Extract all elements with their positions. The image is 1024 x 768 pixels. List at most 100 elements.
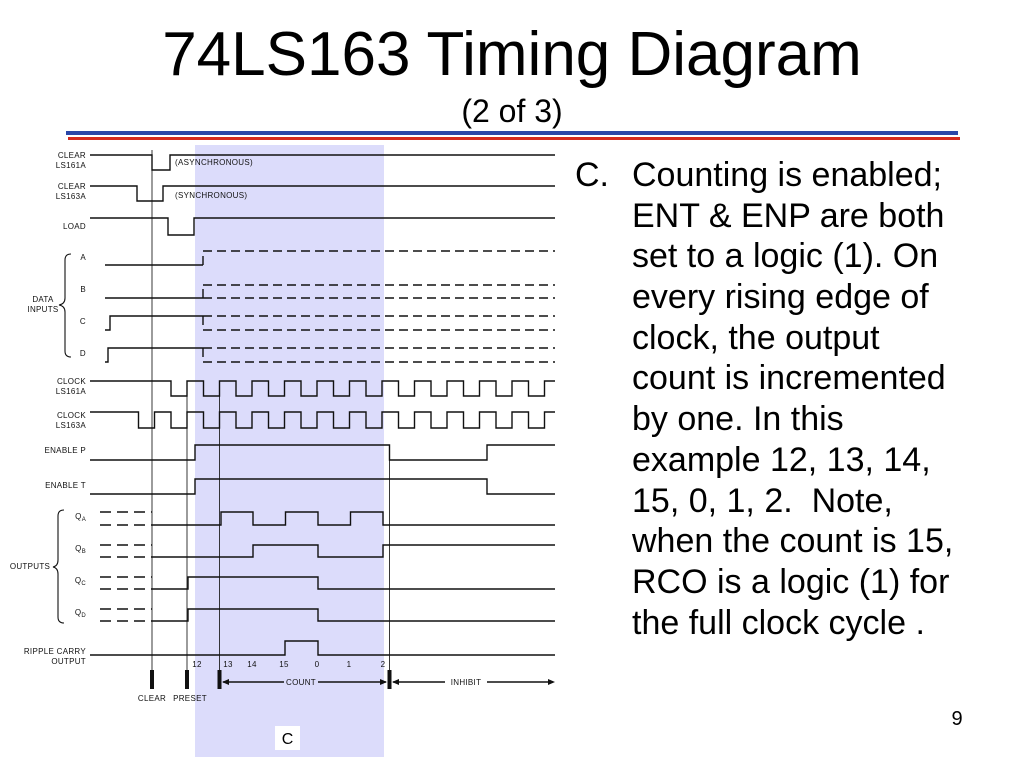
waveform-input-c-dont-care bbox=[202, 315, 555, 331]
output-subscript: A bbox=[82, 517, 86, 523]
waveform-input-a-dont-care bbox=[202, 250, 555, 265]
signal-label-input-b: B bbox=[80, 285, 86, 294]
output-subscript: C bbox=[81, 581, 86, 587]
waveform-load bbox=[90, 217, 555, 236]
waveform-input-b-dont-care bbox=[202, 284, 555, 299]
bullet-line: example 12, 13, 14, bbox=[632, 440, 931, 479]
group-label-data: DATA bbox=[32, 295, 54, 304]
count-value: 2 bbox=[381, 660, 386, 669]
signal-label-input-a: A bbox=[80, 253, 86, 262]
output-subscript: B bbox=[82, 549, 86, 555]
signal-label-load: LOAD bbox=[63, 222, 86, 231]
waveform-input-c bbox=[105, 315, 203, 331]
timing-diagram: CLEAR LS161A (ASYNCHRONOUS) CLEAR LS163A… bbox=[10, 145, 555, 757]
signal-part-clock-ls163a: LS163A bbox=[56, 421, 87, 430]
waveform-qa bbox=[152, 511, 555, 526]
data-inputs-brace bbox=[58, 253, 72, 358]
output-label-qc: QC bbox=[75, 576, 87, 587]
bullet-line: clock, the output bbox=[632, 318, 880, 357]
signal-label-clear-ls163a: CLEAR bbox=[58, 182, 86, 191]
arrowhead-left-icon bbox=[222, 679, 229, 685]
count-value: 15 bbox=[279, 660, 289, 669]
inhibit-phase-label: INHIBIT bbox=[451, 678, 482, 687]
output-name: Q bbox=[75, 544, 82, 553]
signal-label-clock-ls163a: CLOCK bbox=[57, 411, 86, 420]
waveform-clock-ls161a bbox=[90, 380, 555, 397]
group-label-inputs: INPUTS bbox=[27, 305, 58, 314]
arrowhead-left-icon bbox=[392, 679, 399, 685]
output-label-qa: QA bbox=[75, 512, 86, 523]
waveform-input-d bbox=[105, 347, 203, 363]
title-rule-red bbox=[68, 137, 960, 140]
signal-label-clear-ls161a: CLEAR bbox=[58, 151, 86, 160]
highlight-label-box bbox=[275, 726, 300, 750]
waveform-enable-t bbox=[90, 478, 555, 495]
count-value: 14 bbox=[247, 660, 257, 669]
output-name: Q bbox=[75, 576, 82, 585]
signal-label-input-c: C bbox=[80, 317, 86, 326]
inhibit-start-marker bbox=[387, 670, 392, 689]
output-name: Q bbox=[75, 608, 82, 617]
signal-label-enable-p: ENABLE P bbox=[44, 446, 86, 455]
outputs-brace bbox=[52, 509, 65, 624]
bullet-line: when the count is 15, bbox=[632, 522, 954, 561]
preset-marker bbox=[185, 670, 189, 689]
waveform-qc-unknown bbox=[100, 576, 152, 590]
signal-label-enable-t: ENABLE T bbox=[45, 481, 86, 490]
bullet-line: RCO is a logic (1) for bbox=[632, 562, 950, 601]
waveform-input-d-dont-care bbox=[202, 347, 555, 363]
waveform-qb-unknown bbox=[100, 544, 152, 558]
waveform-qa-unknown bbox=[100, 511, 152, 526]
bullet-line: 15, 0, 1, 2. Note, bbox=[632, 481, 893, 520]
count-value: 12 bbox=[192, 660, 202, 669]
signal-part-clear-ls161a: LS161A bbox=[56, 161, 87, 170]
signal-label-ripple-carry: RIPPLE CARRY bbox=[24, 647, 87, 656]
bullet-marker: C. bbox=[575, 156, 609, 194]
signal-label-input-d: D bbox=[80, 349, 86, 358]
waveform-qd bbox=[152, 608, 555, 622]
bullet-line: by one. In this bbox=[632, 400, 844, 439]
bullet-line: ENT & ENP are both bbox=[632, 196, 945, 235]
arrowhead-right-icon bbox=[548, 679, 555, 685]
slide-subtitle: (2 of 3) bbox=[461, 93, 563, 129]
count-start-marker bbox=[217, 670, 222, 689]
note-asynchronous: (ASYNCHRONOUS) bbox=[175, 158, 253, 167]
waveform-clear-ls163a bbox=[90, 185, 555, 202]
highlight-label: C bbox=[282, 731, 294, 748]
output-name: Q bbox=[75, 512, 82, 521]
count-value: 1 bbox=[347, 660, 352, 669]
waveform-ripple-carry bbox=[90, 640, 555, 656]
output-subscript: D bbox=[81, 613, 86, 619]
bullet-paragraph: Counting is enabled; ENT & ENP are both … bbox=[632, 155, 1012, 643]
signal-label-ripple-carry-output: OUTPUT bbox=[51, 657, 86, 666]
count-phase-label: COUNT bbox=[286, 678, 316, 687]
signal-part-clock-ls161a: LS161A bbox=[56, 387, 87, 396]
group-label-outputs: OUTPUTS bbox=[10, 562, 50, 571]
clear-marker bbox=[150, 670, 154, 689]
output-label-qb: QB bbox=[75, 544, 86, 555]
waveform-clock-ls163a bbox=[90, 411, 555, 429]
page-number: 9 bbox=[951, 708, 963, 730]
arrowhead-right-icon bbox=[380, 679, 387, 685]
waveform-qb bbox=[152, 544, 555, 558]
slide-title: 74LS163 Timing Diagram bbox=[162, 20, 862, 89]
waveform-clear-ls161a bbox=[90, 154, 555, 171]
waveform-qc bbox=[152, 576, 555, 590]
bullet-line: set to a logic (1). On bbox=[632, 237, 939, 276]
output-label-qd: QD bbox=[75, 608, 87, 619]
bullet-line: count is incremented bbox=[632, 359, 946, 398]
bullet-line: every rising edge of bbox=[632, 278, 929, 317]
clear-marker-label: CLEAR bbox=[138, 694, 166, 703]
bullet-line: the full clock cycle . bbox=[632, 603, 925, 642]
count-value: 0 bbox=[315, 660, 320, 669]
note-synchronous: (SYNCHRONOUS) bbox=[175, 191, 247, 200]
preset-marker-label: PRESET bbox=[173, 694, 207, 703]
count-value: 13 bbox=[223, 660, 233, 669]
bullet-line: Counting is enabled; bbox=[632, 156, 943, 194]
signal-part-clear-ls163a: LS163A bbox=[56, 192, 87, 201]
waveform-enable-p bbox=[90, 444, 555, 461]
signal-label-clock-ls161a: CLOCK bbox=[57, 377, 86, 386]
title-rule-blue bbox=[66, 131, 958, 135]
waveform-qd-unknown bbox=[100, 608, 152, 622]
